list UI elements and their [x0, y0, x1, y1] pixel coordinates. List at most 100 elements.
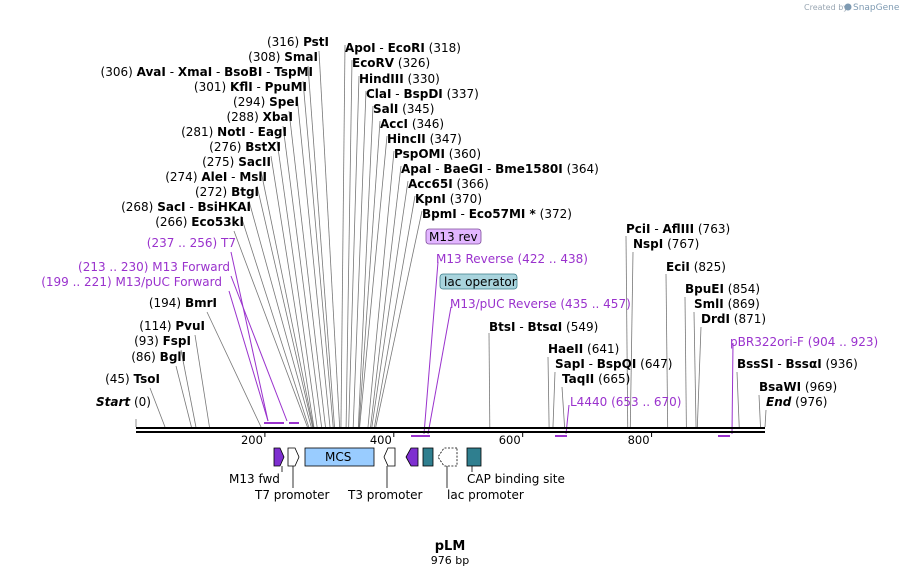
primer-range: (237 .. 256)	[147, 236, 217, 250]
site-leader-line	[276, 140, 318, 428]
primer-range: (213 .. 230)	[78, 260, 148, 274]
enzyme-name: -	[483, 162, 495, 176]
site-position: (370)	[450, 192, 482, 206]
enzyme-name: -	[253, 80, 265, 94]
restriction-site-label: SmlI (869)	[694, 297, 760, 311]
enzyme-name: -	[651, 222, 663, 236]
primer-label: L4440 (653 .. 670)	[570, 395, 682, 409]
enzyme-name: -	[774, 357, 786, 371]
restriction-site-label: PciI - AflIII (763)	[626, 222, 730, 236]
enzyme-name: SapI	[555, 357, 585, 371]
m13-fwd-label: M13 fwd	[229, 472, 280, 486]
enzyme-name: XbaI	[263, 110, 293, 124]
enzyme-name: -	[457, 207, 469, 221]
restriction-site-label: End (976)	[766, 395, 827, 409]
enzyme-name: BstXI	[245, 140, 281, 154]
site-leader-line	[296, 95, 331, 428]
enzyme-name: HincII	[387, 132, 426, 146]
site-leader-line	[194, 334, 210, 428]
enzyme-name: -	[186, 200, 198, 214]
restriction-site-label: (316) PstI	[267, 35, 329, 49]
t3-promoter-arrow-icon	[383, 447, 396, 467]
primer-range: (653 .. 670)	[611, 395, 681, 409]
enzyme-name: -	[376, 41, 388, 55]
enzyme-name: Eco57MI *	[469, 207, 537, 221]
primer-leader-line	[230, 251, 269, 422]
site-position: (647)	[640, 357, 672, 371]
plasmid-length: 976 bp	[431, 554, 469, 567]
enzyme-name: AvaI	[137, 65, 166, 79]
site-position: (825)	[694, 260, 726, 274]
site-leader-line	[371, 180, 409, 428]
enzyme-name: BsoBI	[224, 65, 262, 79]
restriction-site-label: BtsI - BtsαI (549)	[489, 320, 598, 334]
site-position: (268)	[121, 200, 153, 214]
enzyme-name: SacI	[157, 200, 185, 214]
restriction-site-label: EciI (825)	[666, 260, 726, 274]
enzyme-name: ClaI	[366, 87, 391, 101]
enzyme-name: BmrI	[185, 296, 217, 310]
enzyme-name: PstI	[303, 35, 329, 49]
site-leader-line	[149, 387, 166, 428]
primer-leader-line	[731, 342, 734, 435]
restriction-site-label: (276) BstXI	[209, 140, 281, 154]
restriction-site-label: (288) XbaI	[226, 110, 293, 124]
site-leader-line	[248, 200, 312, 428]
primer-name: T7	[220, 236, 236, 250]
site-position: (0)	[134, 395, 151, 409]
site-leader-line	[693, 311, 697, 428]
site-position: (318)	[429, 41, 461, 55]
enzyme-name: AleI	[201, 170, 227, 184]
site-leader-line	[288, 110, 326, 428]
site-position: (301)	[194, 80, 226, 94]
axis-tick-label: 800	[628, 433, 650, 447]
enzyme-name: PvuI	[175, 319, 205, 333]
site-leader-line	[370, 165, 402, 428]
enzyme-name: BsaWI	[759, 380, 801, 394]
site-leader-line	[375, 210, 423, 428]
site-leader-line	[696, 326, 702, 428]
primer-label: (213 .. 230) M13 Forward	[78, 260, 230, 274]
enzyme-name: -	[516, 320, 528, 334]
enzyme-name: DrdI	[701, 312, 730, 326]
site-leader-line	[367, 150, 395, 428]
restriction-site-label: HincII (347)	[387, 132, 462, 146]
restriction-site-label: HaeII (641)	[548, 342, 619, 356]
restriction-site-label: (93) FspI	[134, 334, 191, 348]
enzyme-name: ApaI	[401, 162, 431, 176]
site-position: (93)	[134, 334, 159, 348]
site-leader-line	[629, 251, 634, 428]
enzyme-name: BtsI	[489, 320, 516, 334]
site-position: (976)	[795, 395, 827, 409]
m13-rev-badge-label: M13 rev	[429, 230, 478, 244]
mcs-label: MCS	[325, 450, 351, 464]
primer-leader-line	[423, 261, 439, 435]
site-position: (763)	[698, 222, 730, 236]
enzyme-name: NotI	[217, 125, 246, 139]
axis-tick-label: 400	[370, 433, 392, 447]
enzyme-name: TspMI	[274, 65, 313, 79]
site-position: (871)	[734, 312, 766, 326]
enzyme-name: -	[262, 65, 274, 79]
enzyme-name: BpmI	[422, 207, 457, 221]
restriction-site-label: (274) AleI - MslI	[165, 170, 267, 184]
primer-name: M13 Reverse	[436, 252, 514, 266]
site-leader-line	[758, 394, 761, 428]
site-leader-line	[374, 195, 416, 428]
plasmid-name: pLM	[435, 539, 466, 554]
m13-rev-badge: M13 rev	[425, 228, 482, 245]
site-position: (276)	[209, 140, 241, 154]
site-leader-line	[684, 296, 687, 428]
site-leader-line	[625, 235, 629, 428]
restriction-site-label: BpuEI (854)	[685, 282, 760, 296]
restriction-site-label: (294) SpeI	[233, 95, 299, 109]
site-position: (360)	[449, 147, 481, 161]
t7-promoter-label: T7 promoter	[254, 488, 330, 502]
enzyme-name: SpeI	[269, 95, 299, 109]
site-leader-line	[736, 371, 740, 428]
site-position: (275)	[202, 155, 234, 169]
site-leader-line	[240, 215, 310, 428]
restriction-site-label: (275) SacII	[202, 155, 271, 169]
site-leader-line	[547, 356, 550, 428]
enzyme-name: -	[227, 170, 239, 184]
